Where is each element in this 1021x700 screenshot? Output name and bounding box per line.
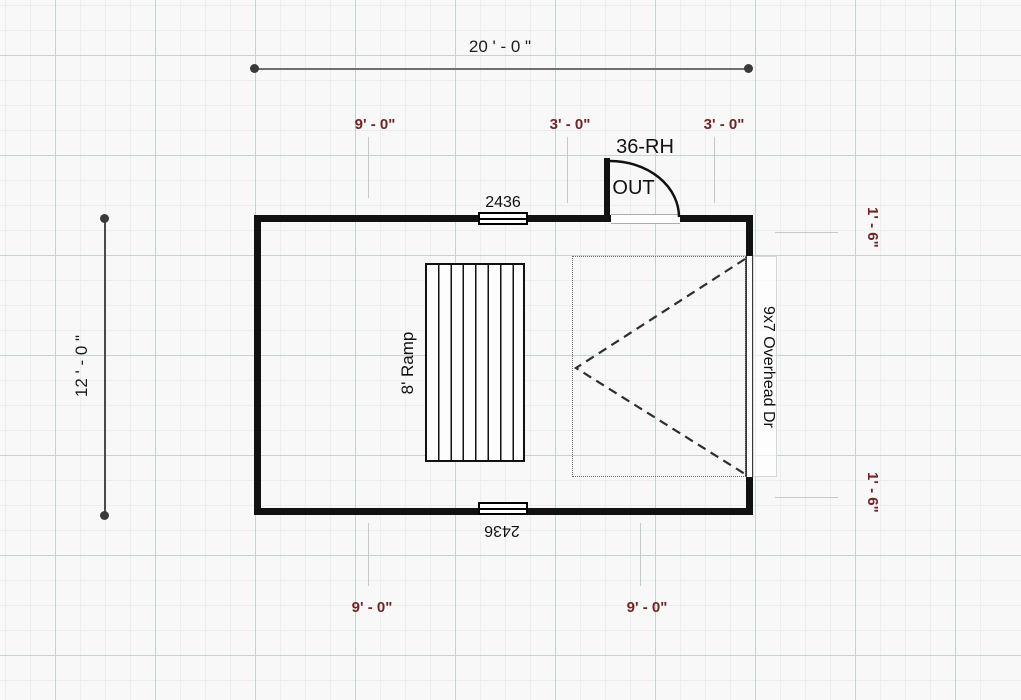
overhead-door-track-frame	[753, 256, 777, 477]
dimension-endpoint-dot	[100, 511, 109, 520]
dimension-endpoint-dot	[744, 64, 753, 73]
extension-line	[714, 137, 715, 203]
window-top-label[interactable]: 2436	[485, 194, 521, 211]
overall-width-dimension-label[interactable]: 20 ' - 0 "	[468, 37, 532, 56]
extension-line	[368, 137, 369, 198]
entry-door-swing-label: OUT	[612, 177, 655, 199]
overall-width-dimension-line[interactable]	[255, 68, 748, 70]
dimension-label-bottom-2[interactable]: 9' - 0"	[626, 599, 668, 616]
dimension-label-top-2[interactable]: 3' - 0"	[549, 116, 591, 133]
entry-door-leaf[interactable]	[604, 158, 610, 219]
ramp-label[interactable]: 8' Ramp	[398, 331, 417, 395]
extension-line	[640, 523, 641, 586]
overhead-door-panel-outline[interactable]	[572, 256, 746, 477]
entry-door-opening[interactable]	[611, 214, 680, 224]
extension-line	[775, 497, 838, 498]
window-bottom[interactable]	[478, 502, 528, 515]
dimension-label-top-1[interactable]: 9' - 0"	[354, 116, 396, 133]
extension-line	[567, 137, 568, 203]
dimension-label-bottom-1[interactable]: 9' - 0"	[351, 599, 393, 616]
dimension-label-right-1[interactable]: 1' - 6"	[864, 206, 881, 248]
entry-door-size-label[interactable]: 36-RH	[616, 136, 674, 158]
ramp[interactable]	[425, 263, 525, 462]
dimension-label-top-3[interactable]: 3' - 0"	[703, 116, 745, 133]
extension-line	[775, 232, 838, 233]
overall-height-dimension-line[interactable]	[104, 219, 106, 516]
extension-line	[368, 523, 369, 586]
window-bottom-label[interactable]: 2436	[484, 522, 520, 539]
dimension-endpoint-dot	[250, 64, 259, 73]
overhead-door-label[interactable]: 9x7 Overhead Dr	[760, 305, 777, 428]
dimension-label-right-2[interactable]: 1' - 6"	[864, 471, 881, 513]
window-top[interactable]	[478, 212, 528, 225]
overall-height-dimension-label[interactable]: 12 ' - 0 "	[72, 334, 91, 398]
dimension-endpoint-dot	[100, 214, 109, 223]
